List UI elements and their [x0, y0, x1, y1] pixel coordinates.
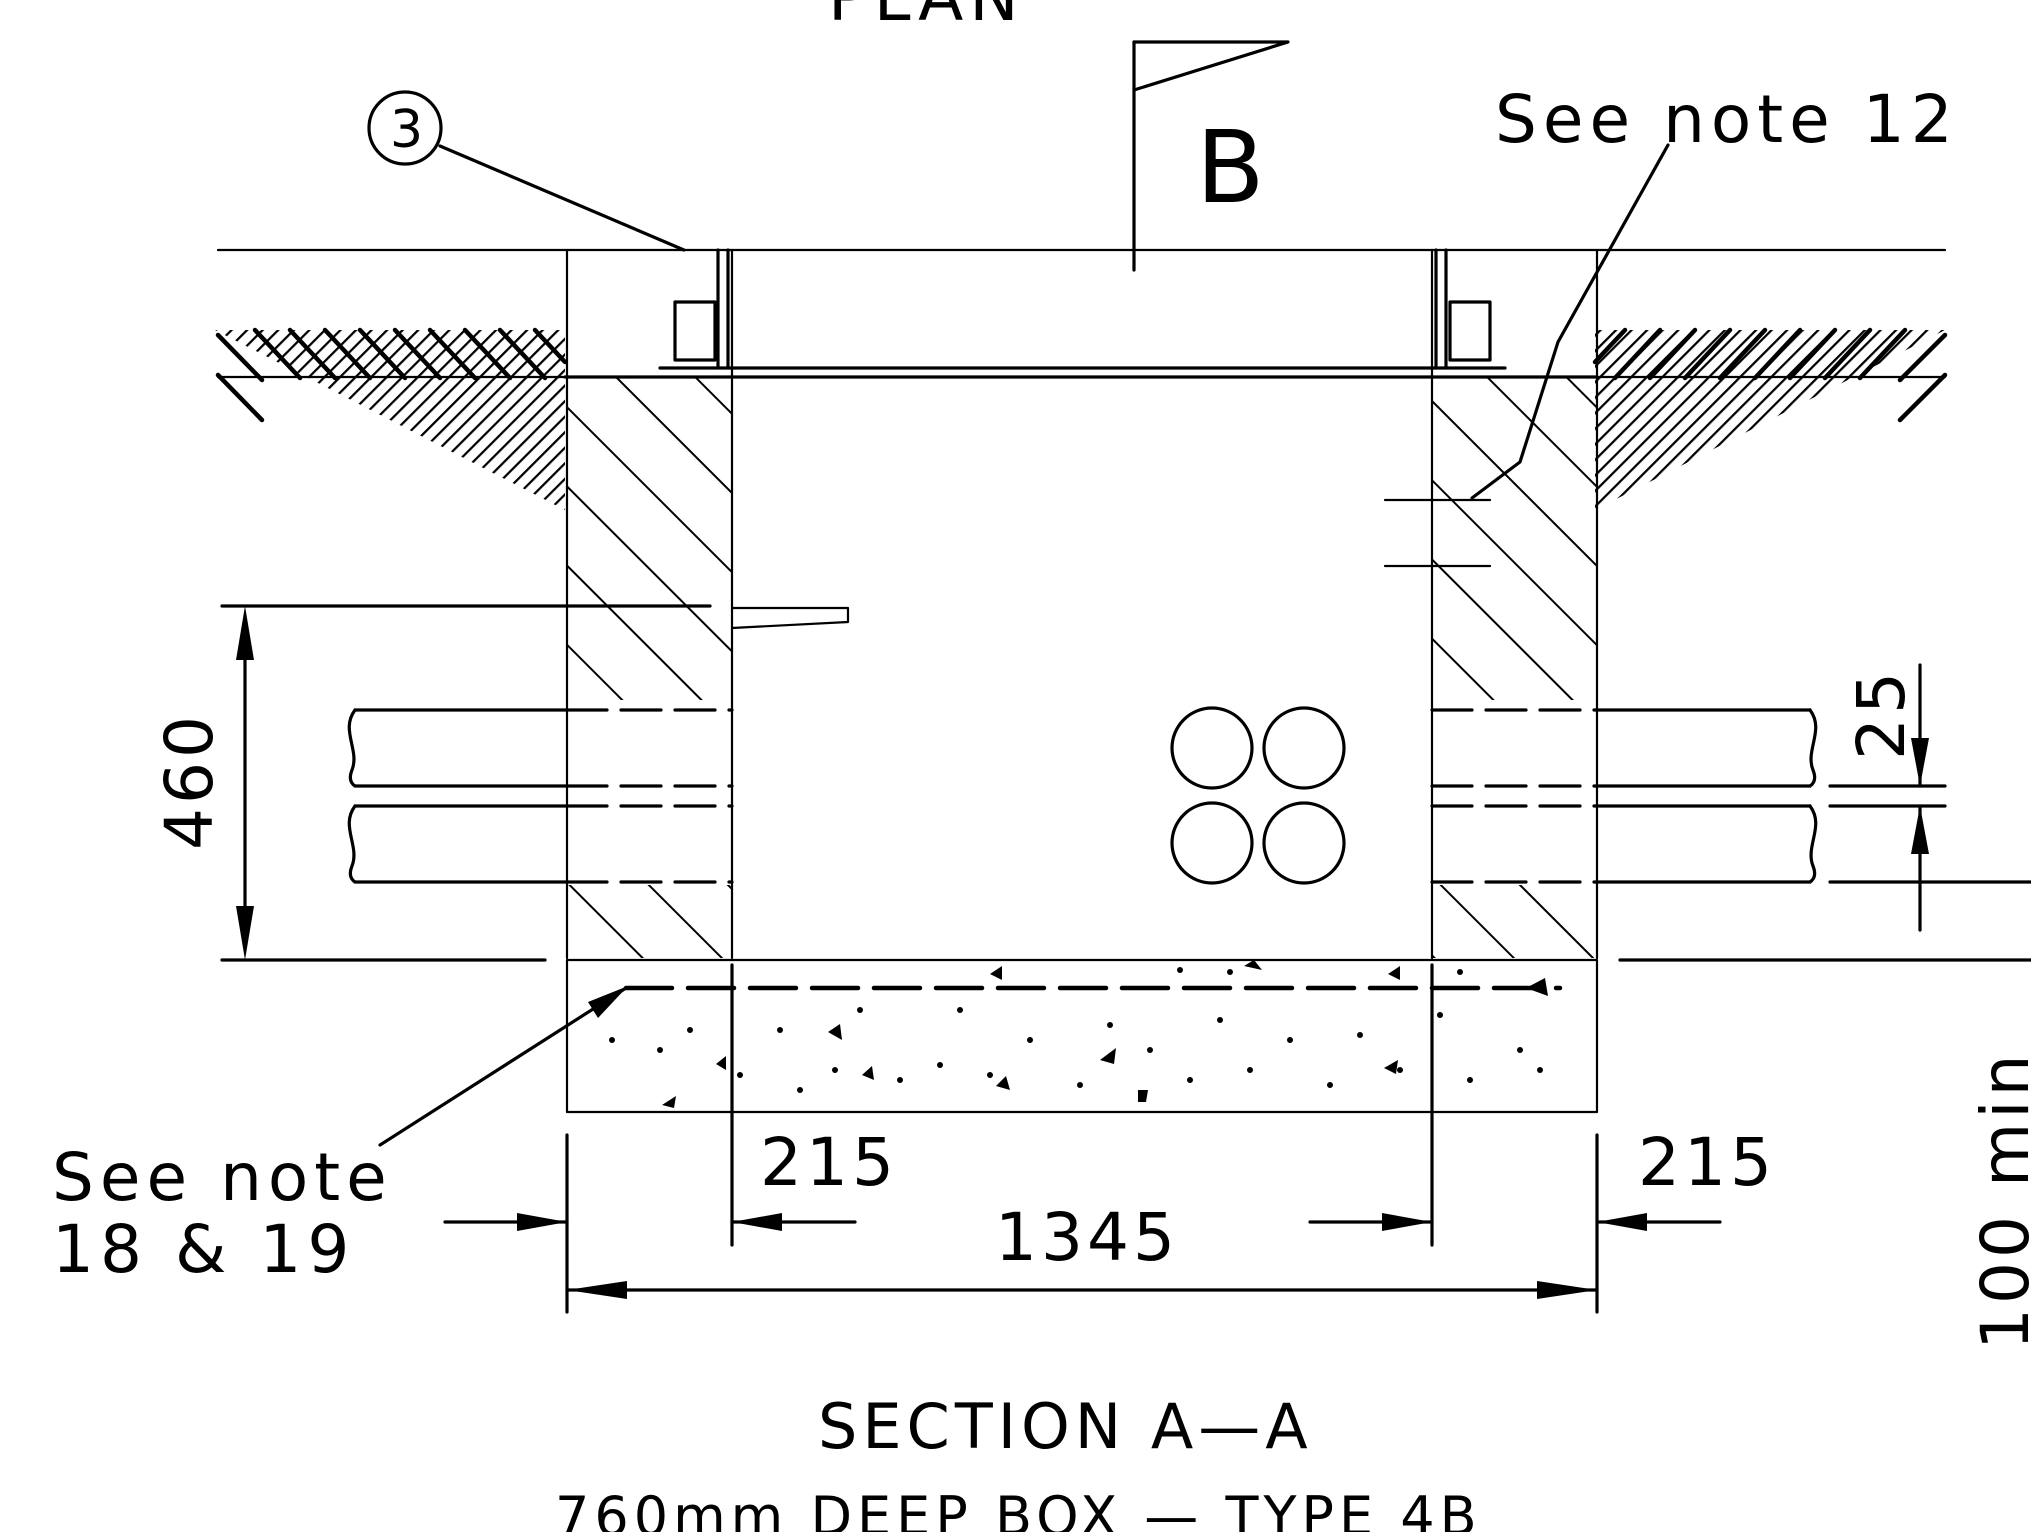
dim-215-right-label: 215 [1638, 1124, 1776, 1201]
note-18-19-leader [378, 986, 628, 1147]
section-title: SECTION A—A [818, 1390, 1313, 1463]
bottom-dimensions: 215 1345 215 [443, 963, 1776, 1314]
section-marker-letter: B [1196, 109, 1265, 226]
note-12-label: See note 12 [1495, 81, 1959, 158]
callout-3: 3 [367, 90, 686, 252]
dim-25-label: 25 [1843, 668, 1920, 760]
section-subtitle: 760mm DEEP BOX — TYPE 4B [555, 1485, 1482, 1532]
step-iron [730, 606, 850, 630]
ducts-left [347, 708, 734, 884]
soil-left [215, 327, 568, 510]
section-flag-marker: B [1132, 40, 1290, 272]
note-12-leader [1470, 143, 1670, 500]
callout-number: 3 [390, 100, 423, 160]
dim-1345-label: 1345 [995, 1199, 1179, 1276]
dim-100-min-label: 100 min [1967, 1051, 2031, 1350]
dim-460-label: 460 [151, 712, 228, 850]
dimension-460: 460 [151, 604, 712, 960]
right-wall [1430, 248, 1599, 960]
dimension-25: 25 [1828, 663, 2031, 932]
note-18-19-line2: 18 & 19 [52, 1211, 355, 1288]
ladder-rungs [1383, 498, 1492, 568]
left-wall [565, 248, 734, 960]
note-18-19-line1: See note [52, 1139, 393, 1216]
dim-215-left-label: 215 [760, 1124, 898, 1201]
ducts-right [1430, 708, 1818, 884]
duct-openings [1170, 706, 1346, 885]
soil-right [1592, 327, 1948, 510]
cover-frame [563, 248, 1599, 379]
plan-label: PLAN [828, 0, 1025, 36]
base-slab [220, 958, 2031, 1114]
